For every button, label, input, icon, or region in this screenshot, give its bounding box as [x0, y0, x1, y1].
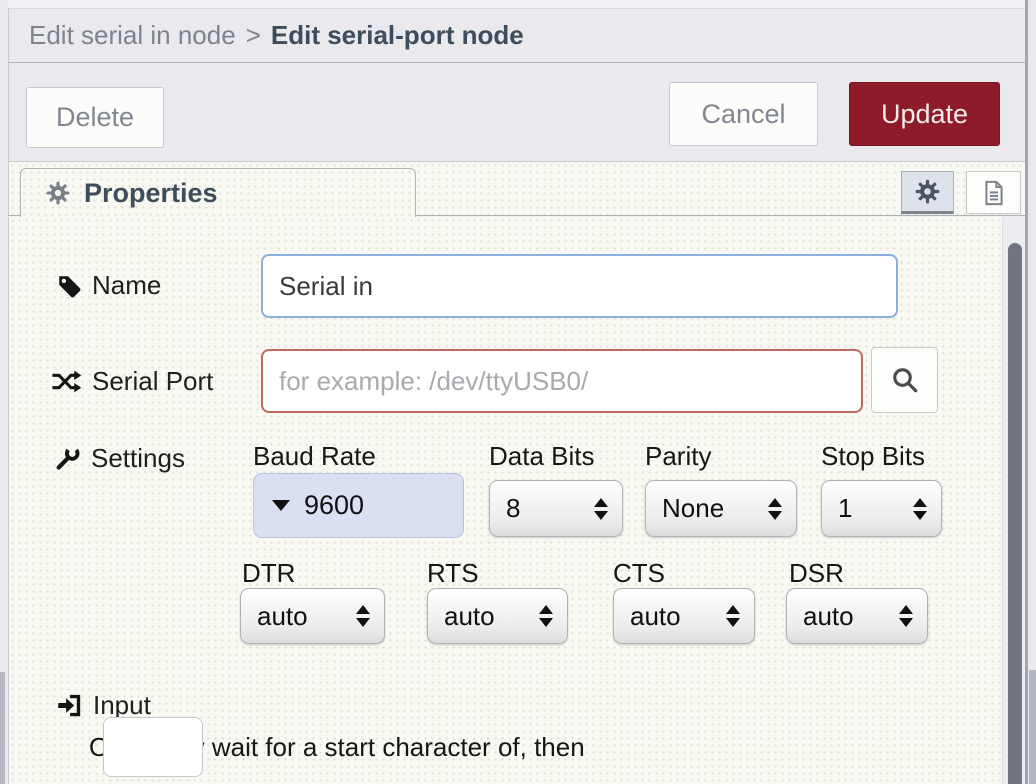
- data-bits-select[interactable]: 8: [489, 480, 623, 537]
- up-down-arrows-icon: [594, 497, 608, 520]
- rts-value: auto: [444, 600, 495, 631]
- baud-rate-dropdown[interactable]: 9600: [253, 473, 464, 538]
- left-scrollbar-fragment: [0, 672, 5, 784]
- cts-value: auto: [630, 600, 681, 631]
- name-label-text: Name: [92, 270, 162, 300]
- up-down-arrows-icon: [356, 605, 370, 627]
- dtr-header: DTR: [242, 558, 296, 588]
- file-icon: [980, 178, 1008, 208]
- serial-port-input[interactable]: [261, 349, 863, 413]
- left-edge-strip: [0, 0, 8, 784]
- start-character-input[interactable]: [103, 717, 203, 777]
- caret-down-icon: [272, 500, 290, 511]
- serial-port-field-label: Serial Port: [51, 366, 213, 397]
- baud-rate-value: 9600: [304, 490, 365, 520]
- parity-select[interactable]: None: [645, 480, 797, 537]
- shuffle-icon: [51, 368, 82, 395]
- tag-icon: [56, 273, 82, 299]
- up-down-arrows-icon: [768, 497, 782, 520]
- description-view-button[interactable]: [966, 171, 1021, 214]
- name-field-label: Name: [56, 270, 161, 301]
- up-down-arrows-icon: [913, 497, 927, 520]
- breadcrumb-separator: >: [245, 20, 261, 50]
- search-icon: [890, 365, 920, 395]
- dtr-select[interactable]: auto: [240, 588, 385, 644]
- vertical-scrollbar[interactable]: [1002, 217, 1025, 784]
- cancel-button[interactable]: Cancel: [669, 82, 818, 146]
- update-button-label: Update: [880, 98, 969, 129]
- name-input[interactable]: [261, 254, 898, 318]
- up-down-arrows-icon: [539, 605, 553, 627]
- dialog-header: Edit serial in node > Edit serial-port n…: [8, 8, 1025, 63]
- stop-bits-value: 1: [838, 493, 853, 523]
- cancel-button-label: Cancel: [701, 98, 786, 129]
- cog-icon: [45, 180, 71, 206]
- cts-select[interactable]: auto: [613, 588, 755, 644]
- breadcrumb-current: Edit serial-port node: [270, 20, 524, 50]
- parity-value: None: [662, 493, 725, 523]
- rts-select[interactable]: auto: [427, 588, 568, 644]
- breadcrumb-parent[interactable]: Edit serial in node: [29, 20, 236, 50]
- wait-text-after: , then: [519, 731, 585, 762]
- parity-header: Parity: [645, 441, 712, 471]
- wrench-icon: [54, 445, 81, 472]
- right-edge-strip: [1028, 0, 1036, 784]
- serial-port-search-button[interactable]: [871, 347, 938, 413]
- up-down-arrows-icon: [899, 605, 913, 627]
- update-button[interactable]: Update: [849, 82, 1000, 146]
- up-down-arrows-icon: [726, 605, 740, 627]
- stop-bits-header: Stop Bits: [821, 441, 926, 471]
- input-label-text: Input: [93, 690, 151, 720]
- right-scrollbar-fragment: [1029, 670, 1036, 784]
- dtr-value: auto: [257, 600, 308, 631]
- dsr-header: DSR: [789, 558, 844, 588]
- dsr-value: auto: [803, 600, 854, 631]
- sign-in-icon: [56, 692, 83, 719]
- baud-rate-header: Baud Rate: [253, 441, 376, 471]
- tab-bar: Properties: [8, 162, 1025, 217]
- dsr-select[interactable]: auto: [786, 588, 928, 644]
- serial-port-label-text: Serial Port: [92, 366, 214, 396]
- delete-button-label: Delete: [55, 102, 135, 132]
- data-bits-value: 8: [506, 493, 521, 523]
- stop-bits-select[interactable]: 1: [821, 480, 942, 537]
- tab-properties[interactable]: Properties: [20, 168, 416, 217]
- properties-view-button[interactable]: [901, 171, 954, 214]
- input-section-label: Input: [56, 690, 151, 721]
- dialog-toolbar: Delete Cancel Update: [8, 63, 1025, 162]
- tab-properties-label: Properties: [84, 177, 218, 208]
- start-character-row: Optionally wait for a start character of…: [89, 717, 585, 777]
- rts-header: RTS: [427, 558, 479, 588]
- data-bits-header: Data Bits: [489, 441, 595, 471]
- cog-icon: [914, 178, 941, 205]
- settings-field-label: Settings: [54, 443, 185, 474]
- dialog-right-border: [1025, 0, 1028, 784]
- scrollbar-thumb[interactable]: [1008, 243, 1022, 784]
- delete-button[interactable]: Delete: [26, 87, 164, 148]
- cts-header: CTS: [613, 558, 665, 588]
- settings-label-text: Settings: [91, 443, 185, 473]
- properties-panel: Name Serial Port: [8, 217, 1002, 784]
